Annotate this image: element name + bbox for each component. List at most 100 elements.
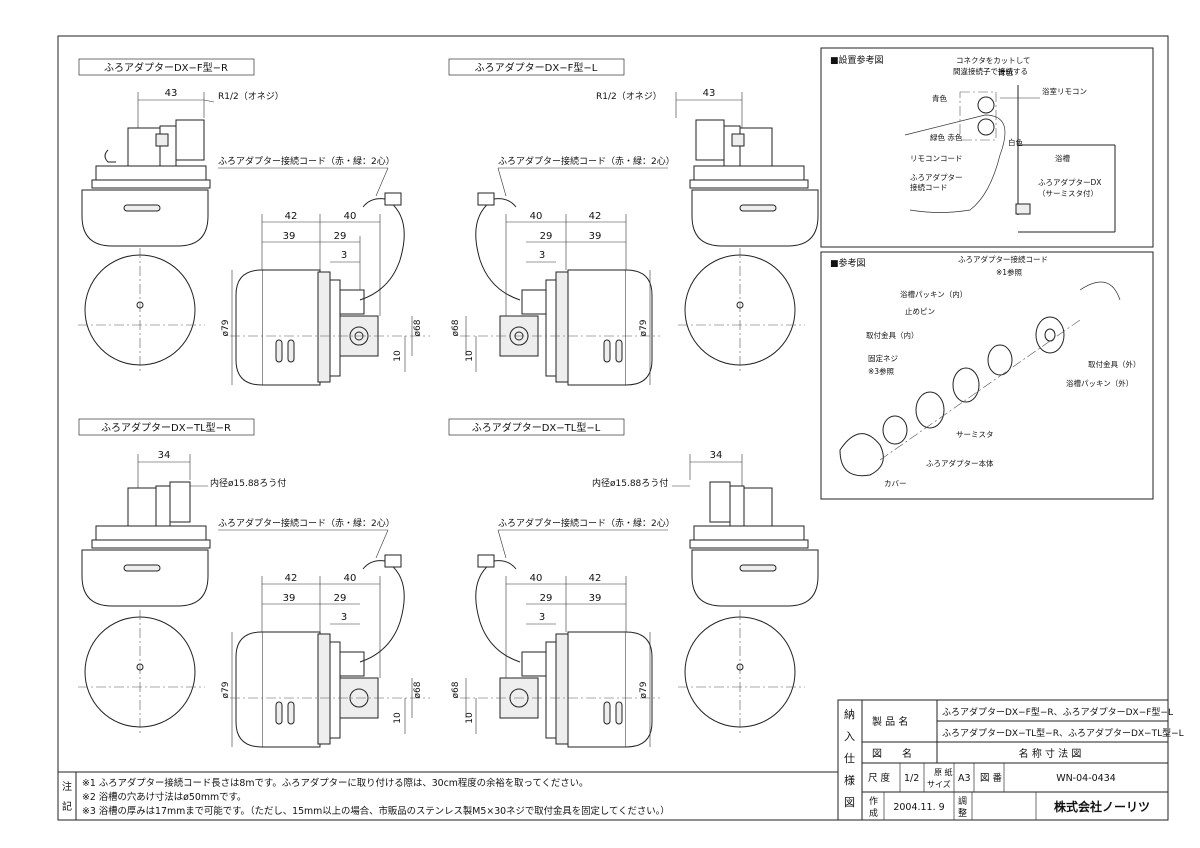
exploded-ref-title: ■参考図 (830, 257, 866, 269)
side-char-1: 納 (844, 708, 855, 721)
label-packing-in: 浴槽パッキン（内） (900, 289, 967, 299)
view-title: ふろアダプターDX−TL型−L (472, 421, 601, 434)
label-cord: ふろアダプター接続コード (958, 254, 1048, 264)
dim-79: ø79 (639, 681, 649, 698)
side-char-5: 図 (844, 796, 855, 809)
title-block: 納 入 仕 様 図 製 品 名 ふろアダプターDX−F型−R、ふろアダプターDX… (837, 699, 1184, 821)
dim-29: 29 (334, 593, 347, 604)
paper-label-1: 原 紙 (934, 767, 953, 777)
dim-79: ø79 (639, 319, 649, 336)
pipe-label: 内径ø15.88ろう付 (210, 477, 286, 489)
label-body: ふろアダプター本体 (926, 458, 994, 468)
view-title: ふろアダプターDX−TL型−R (101, 421, 231, 434)
label-green-red: 緑色 赤色 (930, 132, 963, 142)
drawing-name: 名 称 寸 法 図 (1019, 747, 1082, 760)
label-thermistor: サーミスタ (956, 430, 994, 439)
dim-68: ø68 (451, 319, 461, 336)
dim-39: 39 (589, 593, 602, 604)
view-title-box (448, 418, 625, 436)
view-title-box (448, 58, 625, 76)
view-dx-tl-l: ふろアダプターDX−TL型−L 34 内径ø15.88ろう付 40 42 29 … (448, 418, 819, 748)
cord-label: ふろアダプター接続コード（赤・緑：2心） (498, 155, 675, 167)
dim-42: 42 (285, 573, 298, 584)
note-1: ※1 ふろアダプター接続コード長さは8mです。ふろアダプターに取り付ける際は、3… (82, 777, 588, 789)
cord-label: ふろアダプター接続コード（赤・緑：2心） (498, 517, 675, 529)
created-label-2: 成 (869, 807, 878, 819)
cord-label: ふろアダプター接続コード（赤・緑：2心） (218, 517, 395, 529)
view-dx-tl-r: ふろアダプターDX−TL型−R 34 内径ø15.88ろう付 42 40 39 … (78, 418, 430, 748)
view-title-box (78, 58, 255, 76)
label-tub: 浴槽 (1055, 153, 1071, 163)
drawing-no-label: 図 番 (980, 772, 1003, 784)
created-label-1: 作 (869, 795, 878, 807)
exploded-reference-panel: ■参考図 ふろアダプター接続コード ※1参照 浴槽パッキン（内） 止めピン 取付… (820, 251, 1154, 500)
dim-top: 43 (165, 88, 178, 99)
dim-10: 10 (465, 712, 475, 724)
dim-40: 40 (530, 573, 543, 584)
label-fix-screw: 固定ネジ (868, 353, 898, 363)
dim-10: 10 (393, 350, 403, 362)
label-white: 白色 (1008, 137, 1023, 147)
cord-label: ふろアダプター接続コード（赤・緑：2心） (218, 155, 395, 167)
label-remocon-cord: リモコンコード (910, 154, 963, 163)
install-reference-panel: ■設置参考図 コネクタをカットして 間違接続子で接続する 青色 青色 緑色 赤色… (820, 47, 1154, 248)
product-name-label: 製 品 名 (872, 715, 908, 728)
scale-value: 1/2 (904, 773, 919, 784)
note-2: ※2 浴槽の穴あけ寸法はø50mmです。 (82, 791, 246, 803)
dim-40: 40 (530, 211, 543, 222)
dim-79: ø79 (221, 681, 231, 698)
pipe-label: R1/2（オネジ） (218, 91, 284, 102)
label-cover: カバー (884, 479, 907, 488)
label-thermistor-attached: （サーミスタ付） (1038, 188, 1098, 198)
label-fitting-out: 取付金具（外） (1088, 359, 1141, 369)
check-label-2: 整 (958, 807, 967, 819)
scale-label: 尺 度 (868, 772, 891, 784)
pipe-label: R1/2（オネジ） (596, 91, 662, 102)
label-ref1: ※1参照 (996, 267, 1023, 277)
label-connector2: 間違接続子で接続する (953, 66, 1028, 76)
notes-block: 注 記 ※1 ふろアダプター接続コード長さは8mです。ふろアダプターに取り付ける… (57, 771, 839, 821)
dim-79: ø79 (221, 319, 231, 336)
dim-29: 29 (540, 231, 553, 242)
note-3: ※3 浴槽の厚みは17mmまで可能です。（ただし、15mm以上の場合、市販品のス… (82, 805, 670, 817)
dim-39: 39 (283, 231, 296, 242)
view-title-box (78, 418, 255, 436)
dim-10: 10 (393, 712, 403, 724)
dim-10: 10 (465, 350, 475, 362)
check-label-1: 調 (958, 795, 967, 807)
side-char-2: 入 (844, 730, 855, 743)
dim-3: 3 (341, 250, 347, 261)
label-stop-pin: 止めピン (905, 306, 935, 316)
dim-68: ø68 (451, 681, 461, 698)
label-blue: 青色 (932, 93, 947, 103)
product-line-2: ふろアダプターDX−TL型−R、ふろアダプターDX−TL型−L (942, 727, 1184, 739)
dim-39: 39 (283, 593, 296, 604)
dim-40: 40 (344, 573, 357, 584)
dim-68: ø68 (413, 681, 423, 698)
notes-tag-2: 記 (62, 800, 72, 813)
drawing-no: WN-04-0434 (1056, 773, 1116, 784)
view-dx-f-l: ふろアダプターDX−F型−L 43 R1/2（オネジ） 40 42 (448, 58, 819, 386)
date-value: 2004.11. 9 (893, 802, 944, 813)
view-title: ふろアダプターDX−F型−R (104, 61, 228, 74)
view-title: ふろアダプターDX−F型−L (475, 61, 598, 74)
dim-42: 42 (589, 211, 602, 222)
dim-29: 29 (334, 231, 347, 242)
side-char-4: 様 (844, 773, 855, 787)
dim-29: 29 (540, 593, 553, 604)
label-packing-out: 浴槽パッキン（外） (1066, 378, 1133, 388)
product-line-1: ふろアダプターDX−F型−R、ふろアダプターDX−F型−L (942, 706, 1173, 718)
dim-39: 39 (589, 231, 602, 242)
dim-42: 42 (589, 573, 602, 584)
dim-42: 42 (285, 211, 298, 222)
dim-top: 34 (158, 450, 171, 461)
label-adapter-dx: ふろアダプターDX (1038, 177, 1101, 187)
label-ref3: ※3参照 (868, 366, 895, 376)
label-connector: コネクタをカットして (956, 56, 1030, 65)
dim-3: 3 (341, 612, 347, 623)
dim-top: 43 (703, 88, 716, 99)
label-fitting-in: 取付金具（内） (866, 330, 919, 340)
view-dx-f-r: ふろアダプターDX−F型−R 43 R1/2（オネジ） (78, 58, 430, 386)
side-char-3: 仕 (844, 752, 855, 765)
